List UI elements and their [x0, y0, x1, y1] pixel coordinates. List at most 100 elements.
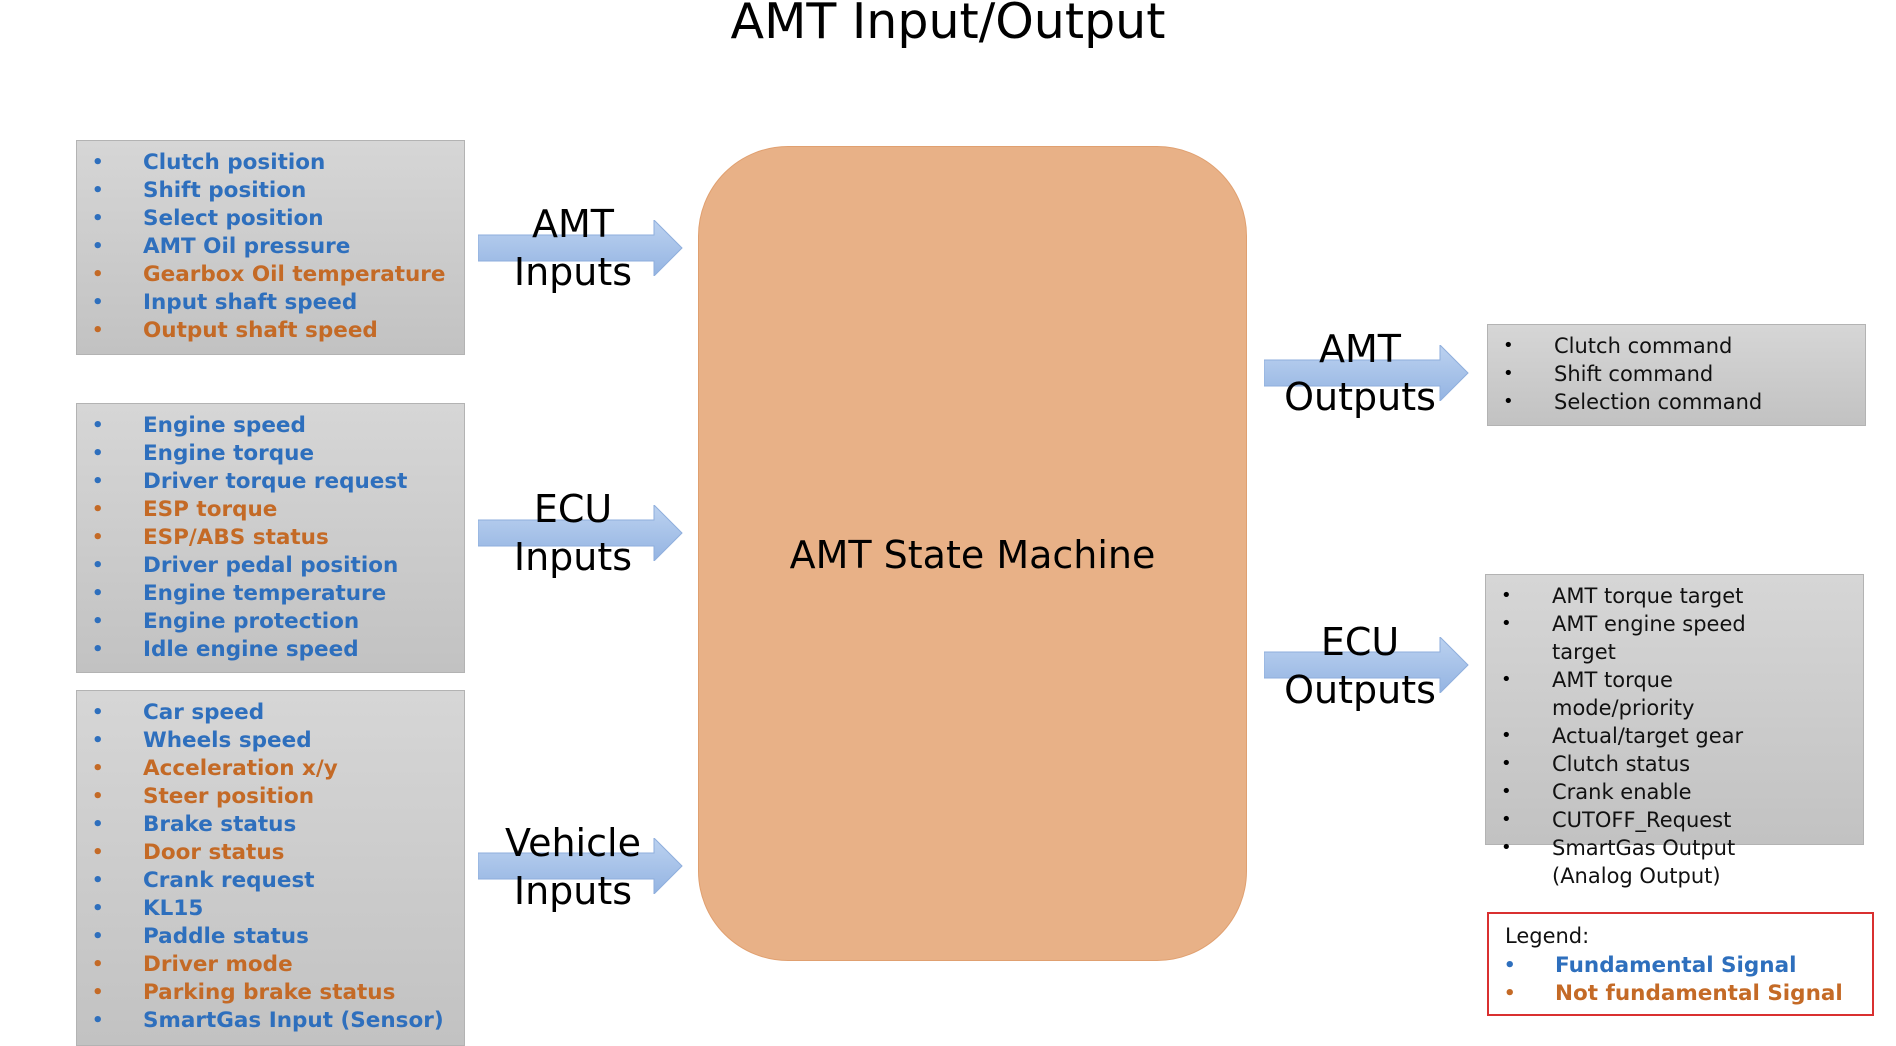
bullet-icon: • [92, 898, 104, 919]
output-label: Crank enable [1552, 780, 1692, 804]
output-item: • CUTOFF_Request [1486, 806, 1792, 834]
signal-label: Acceleration x/y [143, 756, 338, 781]
bullet-icon: • [92, 702, 104, 723]
bullet-icon: • [92, 730, 104, 751]
signal-item: •Engine torque [77, 440, 464, 468]
signal-item: • Acceleration x/y [77, 755, 464, 783]
bullet-icon: • [92, 611, 104, 632]
signal-label: Gearbox Oil temperature [143, 262, 446, 287]
output-item: •Shift command [1488, 360, 1865, 388]
output-label: CUTOFF_Request [1552, 808, 1732, 832]
bullet-icon: • [1501, 809, 1512, 830]
bullet-icon: • [92, 842, 104, 863]
signal-item: •Shift position [77, 177, 464, 205]
bullet-icon: • [92, 415, 104, 436]
signal-item: •Idle engine speed [77, 636, 464, 664]
bullet-icon: • [92, 954, 104, 975]
signal-label: Engine protection [143, 609, 360, 634]
signal-item: • Parking brake status [77, 979, 464, 1007]
signal-label: Driver mode [143, 952, 293, 977]
bullet-icon: • [92, 320, 104, 341]
bullet-icon: • [92, 152, 104, 173]
bullet-icon: • [92, 236, 104, 257]
legend-title: Legend: [1505, 924, 1590, 948]
arrow-label-line: ECU [533, 487, 613, 531]
state-machine-label: AMT State Machine [789, 533, 1156, 577]
output-item: • AMT engine speed target [1486, 610, 1792, 666]
bullet-icon: • [92, 1010, 104, 1031]
output-label: AMT torque mode/priority [1552, 668, 1695, 720]
bullet-icon: • [92, 870, 104, 891]
signal-item: • Engine speed [77, 412, 464, 440]
output-item: •Clutch command [1488, 332, 1865, 360]
amt-outputs-box: •Clutch command•Shift command•Selection … [1487, 324, 1866, 426]
output-item: •Selection command [1488, 388, 1865, 416]
signal-item: •Steer position [77, 783, 464, 811]
vehicle-inputs-arrow-label: Vehicle Inputs [488, 819, 658, 915]
signal-label: Output shaft speed [143, 318, 378, 343]
output-item: • AMT torque mode/priority [1486, 666, 1792, 722]
signal-label: Driver pedal position [143, 553, 399, 578]
signal-item: •Driver pedal position [77, 552, 464, 580]
bullet-icon: • [92, 471, 104, 492]
bullet-icon: • [92, 758, 104, 779]
signal-label: SmartGas Input (Sensor) [143, 1008, 444, 1033]
signal-label: KL15 [143, 896, 204, 921]
signal-label: Engine speed [143, 413, 306, 438]
signal-item: • Output shaft speed [77, 317, 464, 345]
signal-item: • Engine protection [77, 608, 464, 636]
ecu-inputs-box: • Engine speed•Engine torque•Driver torqu… [76, 403, 465, 673]
bullet-icon: • [92, 180, 104, 201]
amt-inputs-box: •Clutch position•Shift position•Select p… [76, 140, 465, 355]
output-label: Clutch status [1552, 752, 1691, 776]
bullet-icon: • [92, 814, 104, 835]
vehicle-inputs-arrow [478, 838, 683, 894]
amt-outputs-list: •Clutch command•Shift command•Selection … [1488, 332, 1865, 416]
signal-label: Wheels speed [143, 728, 312, 753]
bullet-icon: • [1501, 613, 1512, 634]
signal-label: Clutch position [143, 150, 326, 175]
output-item: • Actual/target gear [1486, 722, 1792, 750]
arrow-label-line: Outputs [1284, 375, 1436, 419]
signal-label: Parking brake status [143, 980, 396, 1005]
amt-outputs-arrow-label: AMT Outputs [1270, 325, 1450, 421]
amt-state-machine-block [698, 146, 1247, 961]
bullet-icon: • [1501, 669, 1512, 690]
signal-item: • Select position [77, 205, 464, 233]
bullet-icon: • [1501, 725, 1512, 746]
bullet-icon: • [1503, 363, 1514, 384]
signal-label: Car speed [143, 700, 265, 725]
legend-label: Not fundamental Signal [1555, 981, 1843, 1006]
signal-item: •Driver torque request [77, 468, 464, 496]
bullet-icon: • [92, 208, 104, 229]
legend-label: Fundamental Signal [1555, 953, 1797, 978]
bullet-icon: • [92, 292, 104, 313]
bullet-icon: • [92, 786, 104, 807]
legend-item: • Fundamental Signal [1489, 952, 1843, 980]
bullet-icon: • [92, 527, 104, 548]
bullet-icon: • [1504, 955, 1516, 976]
bullet-icon: • [1501, 837, 1512, 858]
signal-item: • Gearbox Oil temperature [77, 261, 464, 289]
signal-item: • Wheels speed [77, 727, 464, 755]
bullet-icon: • [92, 499, 104, 520]
signal-item: •Crank request [77, 867, 464, 895]
ecu-outputs-arrow-label: ECU Outputs [1270, 618, 1450, 714]
arrow-label-line: AMT [532, 202, 614, 246]
signal-label: Brake status [143, 812, 297, 837]
amt-inputs-arrow [478, 220, 683, 276]
vehicle-inputs-box: • Car speed • Wheels speed • Acceleration x/y… [76, 690, 465, 1046]
bullet-icon: • [92, 264, 104, 285]
signal-item: •Paddle status [77, 923, 464, 951]
signal-item: •Engine temperature [77, 580, 464, 608]
legend-item: •Not fundamental Signal [1489, 980, 1843, 1008]
bullet-icon: • [92, 639, 104, 660]
output-label: Actual/target gear [1552, 724, 1744, 748]
output-label: AMT engine speed target [1552, 612, 1746, 664]
bullet-icon: • [1503, 391, 1514, 412]
signal-label: Select position [143, 206, 324, 231]
ecu-outputs-list: •AMT torque target•AMT engine speed targ… [1486, 582, 1863, 890]
bullet-icon: • [1503, 335, 1514, 356]
arrow-label-line: ECU [1320, 620, 1400, 664]
bullet-icon: • [92, 982, 104, 1003]
